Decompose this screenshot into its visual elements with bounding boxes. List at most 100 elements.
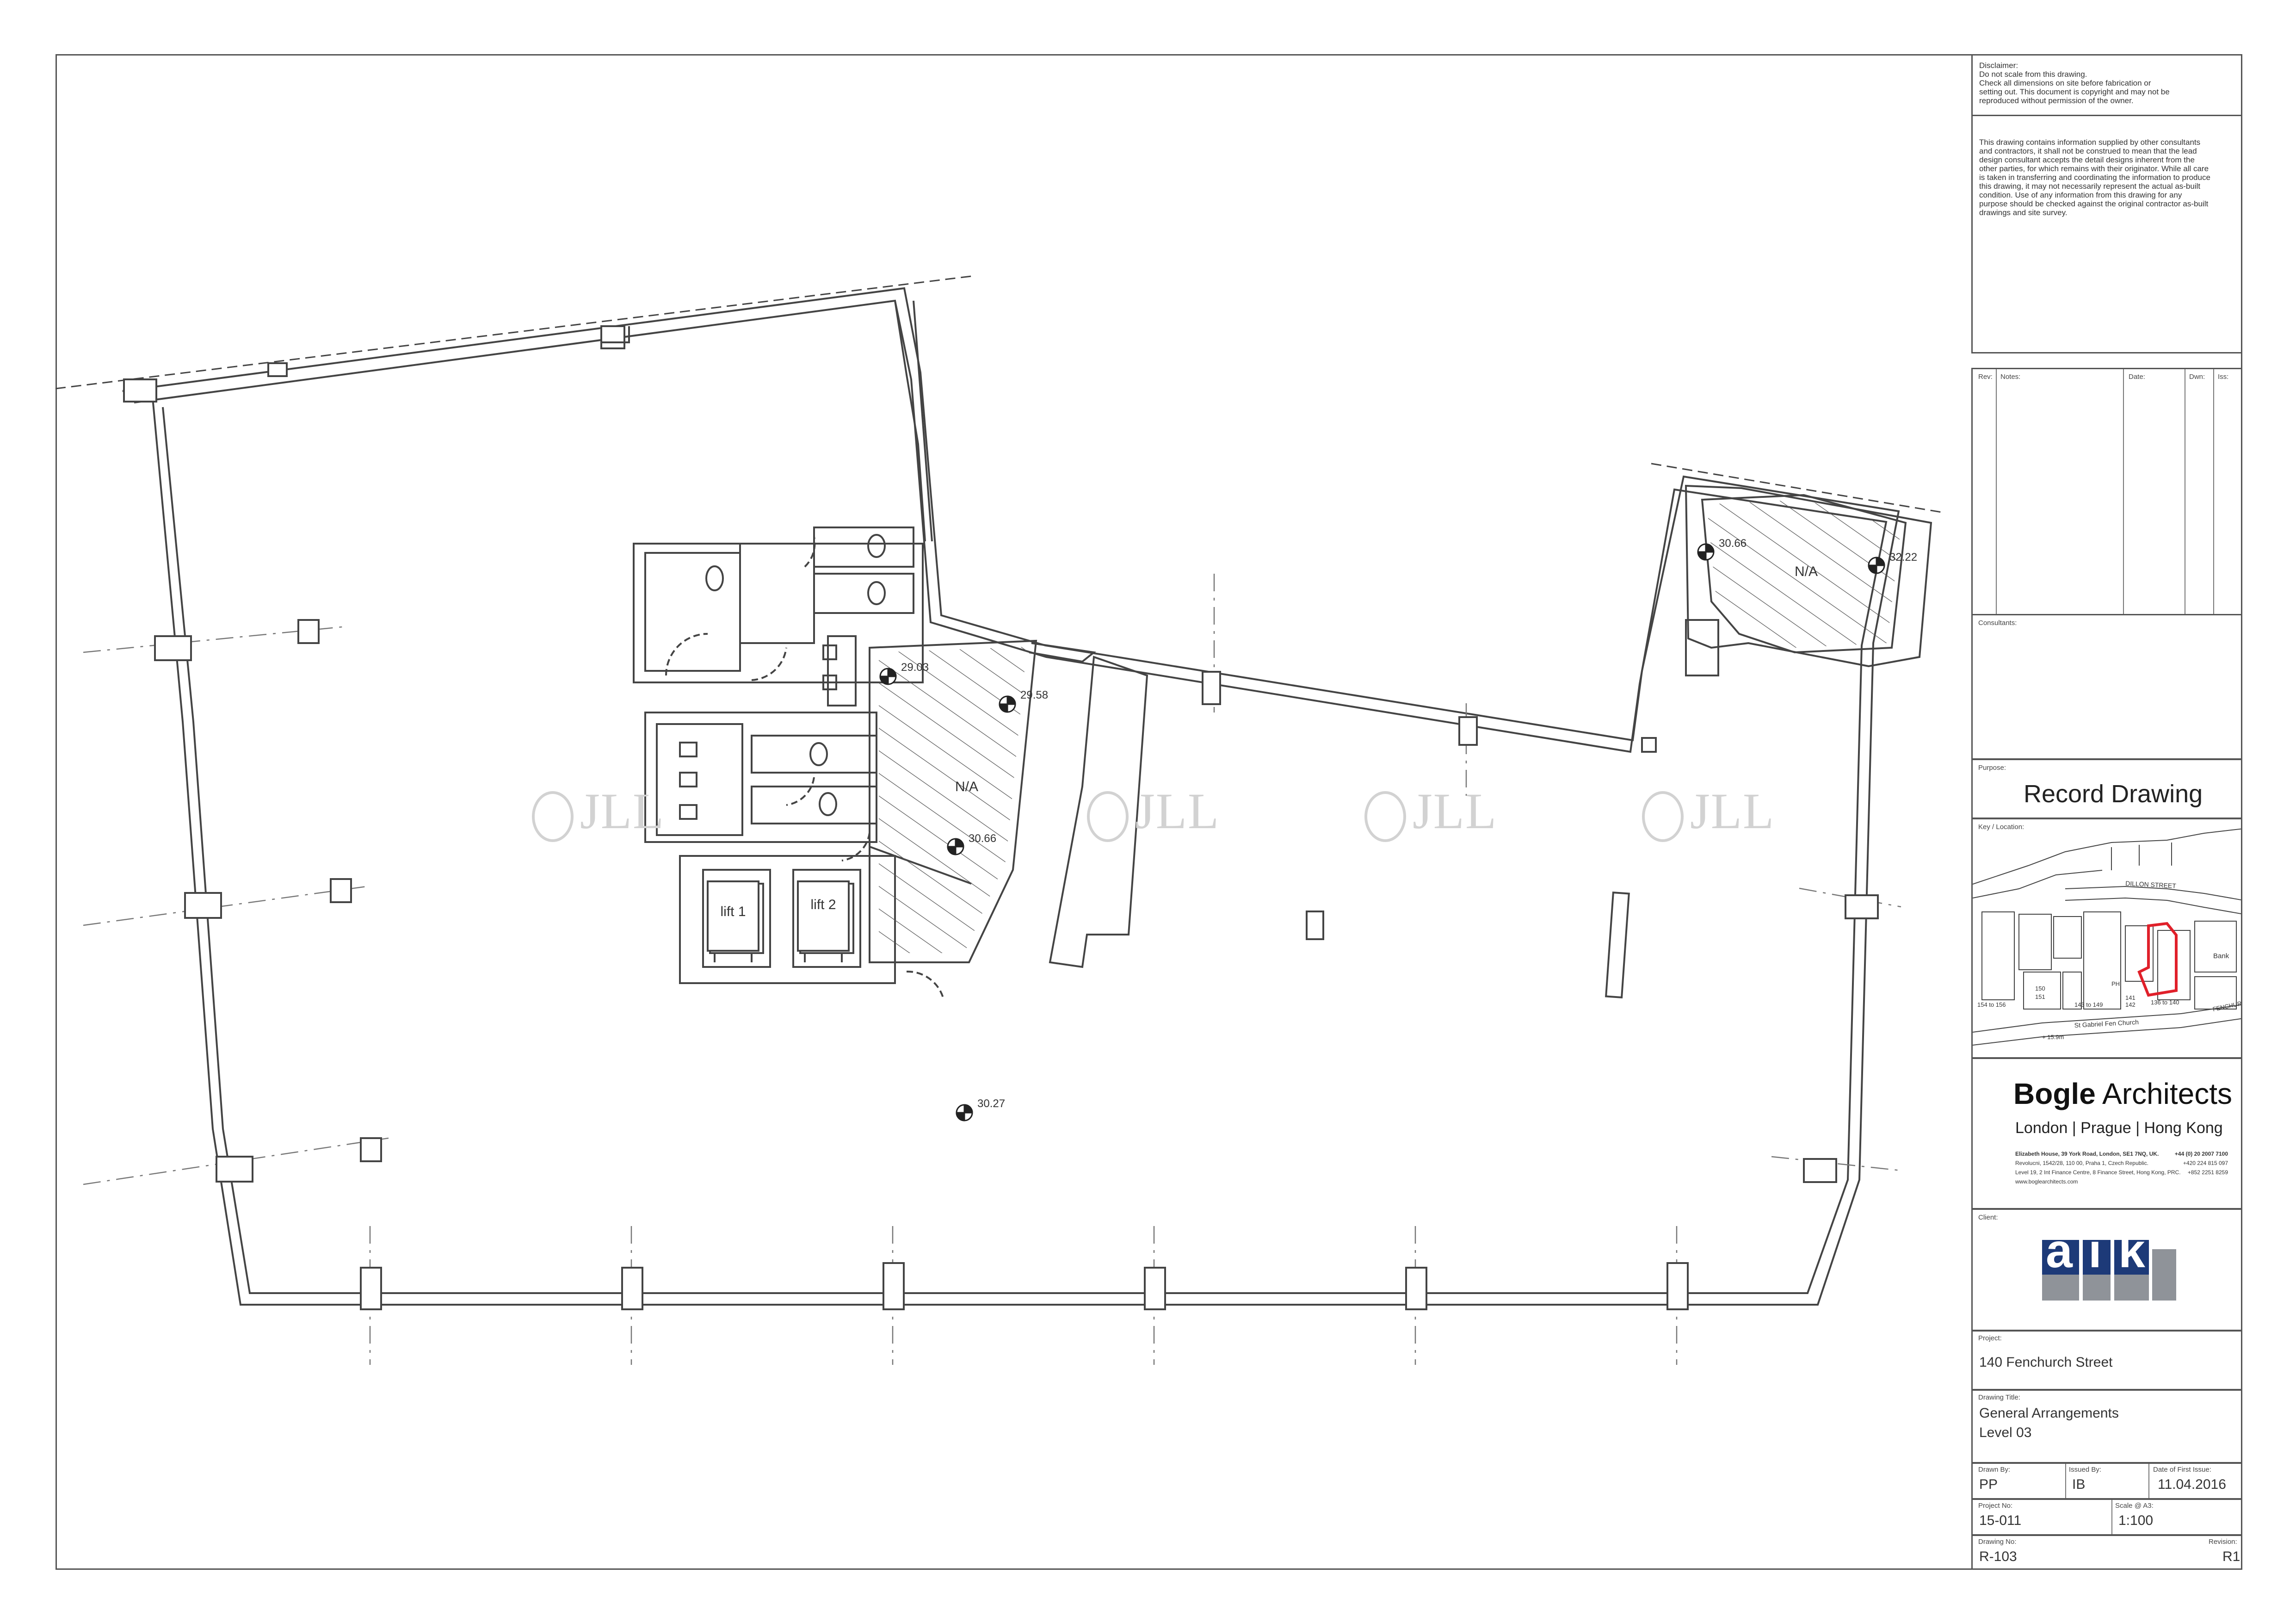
disclaimer-text: and contractors, it shall not be constru… xyxy=(1979,147,2197,155)
drawing-no-label: Drawing No: xyxy=(1978,1538,2017,1546)
disclaimer-panel: Disclaimer: Do not scale from this drawi… xyxy=(1971,54,2242,353)
drawn-by: PP xyxy=(1979,1477,1998,1492)
address-hong-kong: Level 19, 2 Int Finance Centre, 8 Financ… xyxy=(2015,1169,2181,1176)
architect-name: Architects xyxy=(2095,1077,2232,1110)
map-street-label: FENCHURCH xyxy=(2212,998,2242,1013)
address-prague: Revolucni, 1542/28, 110 00, Praha 1, Cze… xyxy=(2015,1160,2148,1166)
level-marker xyxy=(1697,543,1715,561)
na-label-core: N/A xyxy=(955,779,978,794)
client-logo-letter: a xyxy=(2046,1224,2073,1278)
revisions-table: Rev: Notes: Date: Dwn: Iss: xyxy=(1971,368,2242,618)
meta-row-1: Drawn By: PP Issued By: IB Date of First… xyxy=(1971,1462,2242,1499)
dwn-header: Dwn: xyxy=(2189,373,2205,381)
site-outline xyxy=(2137,922,2178,997)
map-street-label: DILLON STREET xyxy=(2125,880,2177,890)
issued-by: IB xyxy=(2072,1477,2086,1492)
drawing-title-panel: Drawing Title: General Arrangements Leve… xyxy=(1971,1389,2242,1463)
purpose-label: Purpose: xyxy=(1978,764,2006,772)
scale-value: 1:100 xyxy=(2118,1513,2154,1528)
consultants-panel: Consultants: xyxy=(1971,614,2242,760)
first-issue-label: Date of First Issue: xyxy=(2153,1466,2211,1474)
revision-label: Revision: xyxy=(2209,1538,2237,1546)
consultants-label: Consultants: xyxy=(1978,619,2017,627)
level-29-58: 29.58 xyxy=(1020,689,1048,701)
jll-logo-icon xyxy=(1364,791,1406,842)
project-name: 140 Fenchurch Street xyxy=(1979,1355,2113,1370)
floor-plan: lift 1 lift 2 N/A N/A 29.03 29.58 30.66 … xyxy=(55,275,1943,1365)
watermark: JLL xyxy=(1642,782,1775,842)
level-30-66-ne: 30.66 xyxy=(1719,537,1747,550)
level-30-27: 30.27 xyxy=(977,1097,1005,1110)
level-marker xyxy=(956,1104,973,1121)
jll-logo-icon xyxy=(1642,791,1684,842)
watermark: JLL xyxy=(532,782,665,842)
drawing-title-line1: General Arrangements xyxy=(1979,1406,2119,1421)
level-32-22: 32.22 xyxy=(1889,551,1917,564)
meta-row-3: Drawing No: R-103 Revision: R1 xyxy=(1971,1535,2242,1570)
map-label: 151 xyxy=(2035,993,2045,1000)
client-panel: Client: a i k xyxy=(1971,1208,2242,1331)
address-london: Elizabeth House, 39 York Road, London, S… xyxy=(2015,1151,2159,1157)
project-label: Project: xyxy=(1978,1334,2002,1342)
disclaimer-text: Check all dimensions on site before fabr… xyxy=(1979,79,2151,87)
level-29-03: 29.03 xyxy=(901,661,929,674)
drawing-title-label: Drawing Title: xyxy=(1978,1394,2020,1401)
disclaimer-text: setting out. This document is copyright … xyxy=(1979,87,2170,96)
disclaimer-text: design consultant accepts the detail des… xyxy=(1979,155,2195,164)
map-label: + 15.9m xyxy=(2042,1034,2064,1041)
client-logo: a i k xyxy=(2042,1227,2176,1305)
lift-1-label: lift 1 xyxy=(720,904,746,919)
architect-cities: London | Prague | Hong Kong xyxy=(2015,1119,2223,1137)
level-marker xyxy=(879,668,897,685)
map-label: 143 to 149 xyxy=(2074,1001,2103,1008)
disclaimer-text: this drawing, it may not necessarily rep… xyxy=(1979,182,2201,191)
purpose-value: Record Drawing xyxy=(2024,780,2203,808)
meta-row-2: Project No: 15-011 Scale @ A3: 1:100 xyxy=(1971,1499,2242,1536)
jll-logo-icon xyxy=(1087,791,1129,842)
key-location-label: Key / Location: xyxy=(1978,823,2024,831)
drawn-by-label: Drawn By: xyxy=(1978,1466,2011,1474)
level-30-66-core: 30.66 xyxy=(969,832,996,845)
disclaimer-text: Do not scale from this drawing. xyxy=(1979,70,2087,79)
tel-london: +44 (0) 20 2007 7100 xyxy=(2174,1151,2228,1157)
revision-value: R1 xyxy=(2222,1549,2240,1564)
jll-logo-icon xyxy=(532,791,574,842)
drawing-title-line2: Level 03 xyxy=(1979,1425,2032,1440)
tel-prague: +420 224 815 097 xyxy=(2183,1160,2228,1166)
map-label: 150 xyxy=(2035,985,2045,992)
disclaimer-text: reproduced without permission of the own… xyxy=(1979,96,2134,105)
map-label: 142 xyxy=(2125,1001,2136,1008)
architect-name-bold: Bogle xyxy=(2013,1077,2096,1110)
client-logo-letter: k xyxy=(2118,1224,2145,1278)
disclaimer-text: This drawing contains information suppli… xyxy=(1979,138,2201,147)
watermark: JLL xyxy=(1087,782,1220,842)
disclaimer-text: condition. Use of any information from t… xyxy=(1979,191,2182,199)
scale-label: Scale @ A3: xyxy=(2115,1502,2154,1510)
disclaimer-text: drawings and site survey. xyxy=(1979,208,2068,217)
na-label-ne: N/A xyxy=(1795,564,1818,579)
project-no: 15-011 xyxy=(1979,1513,2022,1528)
map-label: PH xyxy=(2111,980,2120,987)
client-logo-letter: i xyxy=(2088,1224,2102,1278)
map-label: Bank xyxy=(2213,952,2229,960)
level-marker xyxy=(1868,557,1885,574)
issued-by-label: Issued By: xyxy=(2069,1466,2102,1474)
project-no-label: Project No: xyxy=(1978,1502,2013,1510)
key-location-panel: Key / Location: DILLON STREET St Gabriel… xyxy=(1971,818,2242,1059)
map-label: 154 to 156 xyxy=(1977,1001,2006,1008)
lift-2-label: lift 2 xyxy=(810,897,836,912)
architect-panel: Bogle Architects London | Prague | Hong … xyxy=(1971,1058,2242,1209)
disclaimer-heading: Disclaimer: xyxy=(1979,61,2018,70)
map-street-label: St Gabriel Fen Church xyxy=(2074,1018,2139,1029)
project-panel: Project: 140 Fenchurch Street xyxy=(1971,1330,2242,1390)
disclaimer-text: other parties, for which remains with th… xyxy=(1979,164,2209,173)
architect-logo: Bogle Architects xyxy=(2013,1077,2232,1111)
purpose-panel: Purpose: Record Drawing xyxy=(1971,759,2242,819)
level-marker xyxy=(999,695,1016,713)
disclaimer-text: purpose should be checked against the or… xyxy=(1979,199,2209,208)
watermark: JLL xyxy=(1364,782,1497,842)
disclaimer-text: is taken in transferring and coordinatin… xyxy=(1979,173,2210,182)
slab-outline xyxy=(122,287,1900,1306)
tel-hong-kong: +852 2251 8259 xyxy=(2187,1169,2228,1176)
map-label: 141 xyxy=(2125,994,2136,1001)
